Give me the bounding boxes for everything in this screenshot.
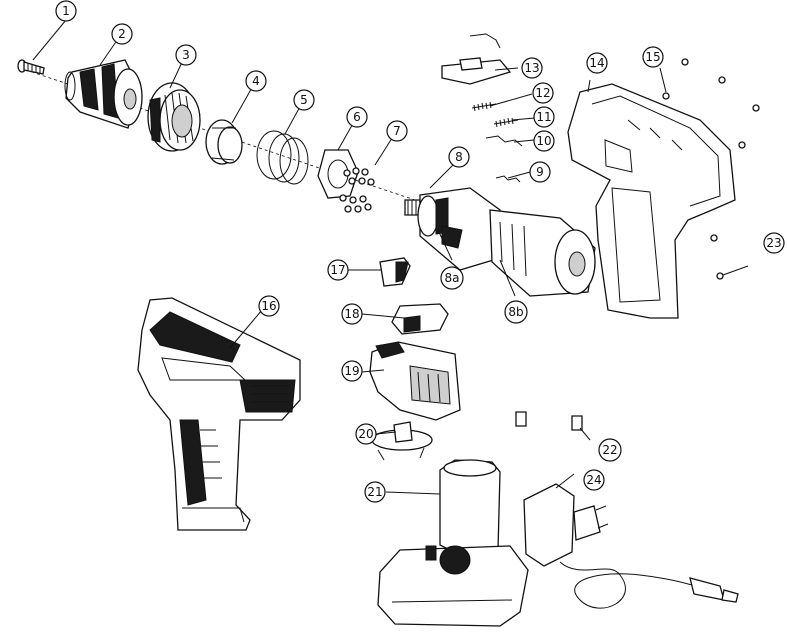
part-14-housing-half bbox=[567, 83, 736, 319]
part-23-screw bbox=[716, 265, 749, 280]
callout-2: 2 bbox=[111, 23, 133, 45]
callout-9: 9 bbox=[529, 161, 551, 183]
svg-text:24: 24 bbox=[586, 473, 601, 487]
svg-text:9: 9 bbox=[536, 165, 544, 179]
part-18-switch-plate bbox=[391, 303, 449, 335]
svg-text:1: 1 bbox=[62, 4, 70, 18]
callout-3: 3 bbox=[175, 44, 197, 66]
callout-19: 19 bbox=[341, 360, 363, 382]
callout-leader-lines bbox=[32, 19, 667, 495]
part-10-wire-clip bbox=[485, 135, 523, 147]
part-2-keyless-chuck bbox=[64, 59, 143, 129]
callout-15: 15 bbox=[642, 46, 664, 68]
part-8-gearbox-motor-assembly bbox=[404, 187, 596, 297]
part-4-retaining-ring bbox=[205, 119, 243, 165]
callout-17: 17 bbox=[327, 259, 349, 281]
svg-text:6: 6 bbox=[353, 110, 361, 124]
svg-text:19: 19 bbox=[344, 364, 359, 378]
callout-8b: 8b bbox=[504, 300, 528, 324]
callout-5: 5 bbox=[293, 89, 315, 111]
part-7-steel-balls bbox=[339, 167, 375, 213]
callout-21: 21 bbox=[364, 481, 386, 503]
svg-text:10: 10 bbox=[536, 134, 551, 148]
svg-text:18: 18 bbox=[344, 307, 359, 321]
callout-16: 16 bbox=[258, 295, 280, 317]
svg-text:13: 13 bbox=[524, 61, 539, 75]
part-1-chuck-screw bbox=[17, 59, 45, 75]
callout-12: 12 bbox=[532, 82, 554, 104]
part-5-springs bbox=[256, 130, 309, 185]
svg-text:23: 23 bbox=[766, 236, 781, 250]
part-21-battery-pack bbox=[377, 459, 529, 627]
callout-7: 7 bbox=[386, 120, 408, 142]
part-13-direction-switch bbox=[441, 33, 512, 85]
part-24-charger bbox=[523, 483, 739, 609]
svg-text:8a: 8a bbox=[445, 271, 460, 285]
svg-text:5: 5 bbox=[300, 93, 308, 107]
svg-text:17: 17 bbox=[330, 263, 345, 277]
svg-text:16: 16 bbox=[261, 299, 276, 313]
part-15-housing-screws bbox=[662, 58, 760, 242]
svg-text:11: 11 bbox=[536, 110, 551, 124]
callout-23: 23 bbox=[763, 232, 785, 254]
callout-22: 22 bbox=[598, 438, 622, 462]
part-11-spring bbox=[493, 117, 519, 128]
svg-text:3: 3 bbox=[182, 48, 190, 62]
callout-1: 1 bbox=[55, 0, 77, 22]
callout-8a: 8a bbox=[440, 266, 464, 290]
part-20-battery-terminal bbox=[371, 421, 433, 461]
svg-text:20: 20 bbox=[358, 427, 373, 441]
part-3-clutch-collar bbox=[147, 82, 201, 152]
svg-text:15: 15 bbox=[645, 50, 660, 64]
svg-text:8b: 8b bbox=[508, 305, 523, 319]
part-17-slider-cap bbox=[379, 257, 411, 287]
svg-text:12: 12 bbox=[535, 86, 550, 100]
callout-18: 18 bbox=[341, 303, 363, 325]
part-16-drill-housing bbox=[137, 297, 301, 531]
svg-text:8: 8 bbox=[455, 150, 463, 164]
callout-20: 20 bbox=[355, 423, 377, 445]
callout-8: 8 bbox=[448, 146, 470, 168]
svg-text:7: 7 bbox=[393, 124, 401, 138]
svg-text:2: 2 bbox=[118, 27, 126, 41]
part-22-contacts bbox=[515, 411, 583, 431]
callout-14: 14 bbox=[586, 52, 608, 74]
part-9-contact-spring bbox=[495, 175, 521, 183]
callout-4: 4 bbox=[245, 70, 267, 92]
svg-text:4: 4 bbox=[252, 74, 260, 88]
svg-text:22: 22 bbox=[602, 443, 617, 457]
part-19-trigger-switch bbox=[369, 341, 461, 421]
svg-text:14: 14 bbox=[589, 56, 604, 70]
callout-13: 13 bbox=[521, 57, 543, 79]
part-12-spring bbox=[471, 101, 497, 112]
svg-text:21: 21 bbox=[367, 485, 382, 499]
callout-11: 11 bbox=[533, 106, 555, 128]
part-6-thrust-plate bbox=[317, 149, 359, 199]
callout-24: 24 bbox=[583, 469, 605, 491]
callout-10: 10 bbox=[533, 130, 555, 152]
callout-6: 6 bbox=[346, 106, 368, 128]
